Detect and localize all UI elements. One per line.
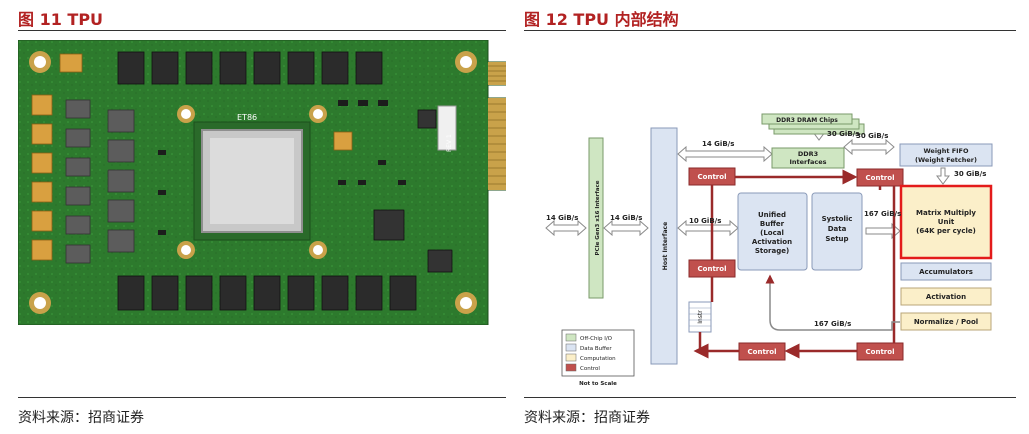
legend-swatch	[565, 363, 577, 372]
svg-text:Unit: Unit	[938, 218, 955, 226]
svg-text:Setup: Setup	[825, 235, 848, 243]
control-label: Control	[866, 348, 895, 356]
edge-connector	[488, 62, 506, 190]
systolic-label: Systolic	[822, 215, 853, 223]
figure-11-title: 图 11 TPU	[18, 10, 104, 29]
bw-label: 30 GiB/s	[827, 130, 859, 138]
title-rule	[524, 30, 1016, 31]
unified-buffer-label: Unified	[758, 211, 786, 219]
host-interface-label: Host Interface	[662, 222, 669, 270]
figure-12-source: 资料来源：招商证券	[524, 410, 650, 426]
svg-text:Activation: Activation	[752, 238, 792, 246]
svg-text:Interfaces: Interfaces	[789, 158, 826, 166]
bw-label: 167 GiB/s	[864, 210, 901, 218]
rev-label: REV 1	[446, 134, 453, 152]
unified-buffer-block	[737, 192, 808, 271]
title-rule	[18, 30, 506, 31]
pcie-label: PCIe Gen3 x16 Interface	[595, 180, 601, 255]
legend-swatch	[565, 333, 577, 342]
capacitors	[31, 53, 353, 261]
control-label: Control	[748, 348, 777, 356]
label-sticker	[437, 105, 457, 151]
return-data-path	[765, 274, 900, 331]
control-label: Control	[866, 174, 895, 182]
svg-text:Data: Data	[828, 225, 847, 233]
bw-label: 10 GiB/s	[689, 217, 721, 225]
ddr3-interfaces-label: DDR3	[798, 150, 818, 158]
legend: Off-Chip I/O Data BufferComputationContro…	[561, 329, 635, 377]
weight-fifo-label: Weight FIFO	[923, 147, 969, 155]
legend-label: Data Buffer	[580, 346, 612, 352]
accumulators-block	[900, 262, 992, 281]
matrix-multiply-unit-block	[899, 184, 993, 260]
legend-label: Off-Chip I/O	[580, 336, 613, 342]
weight-fifo-block	[899, 143, 993, 167]
control-label: Control	[698, 173, 727, 181]
ddr3-dram-chips	[761, 113, 865, 135]
control-blocks	[688, 167, 904, 361]
legend-label: Control	[580, 366, 600, 372]
tpu-chip	[193, 121, 311, 241]
pcie-block	[588, 137, 604, 299]
bw-label: 30 GiB/s	[954, 170, 986, 178]
legend-note: Not to Scale	[579, 381, 617, 387]
control-lines	[693, 169, 896, 359]
accumulators-label: Accumulators	[919, 268, 973, 276]
chip-label: ET86	[237, 113, 257, 122]
bw-label: 167 GiB/s	[814, 320, 851, 328]
controller-chips	[373, 109, 453, 273]
power-inductors	[65, 99, 135, 264]
instr-label: Instr	[697, 310, 704, 324]
legend-label: Computation	[580, 356, 616, 362]
svg-text:(Local: (Local	[760, 229, 784, 237]
mmu-label: Matrix Multiply	[916, 209, 976, 217]
dram-label: DDR3 DRAM Chips	[776, 117, 838, 124]
legend-swatch	[565, 343, 577, 352]
normalize-pool-label: Normalize / Pool	[914, 318, 978, 326]
svg-text:(64K per cycle): (64K per cycle)	[916, 227, 976, 235]
host-interface-block	[650, 127, 678, 365]
normalize-pool-block	[900, 312, 992, 331]
tpu-board-photo: ET86 REV 1	[18, 40, 506, 325]
memory-chips-top	[117, 51, 383, 85]
legend-swatch	[565, 353, 577, 362]
bw-label: 30 GiB/s	[856, 132, 888, 140]
activation-label: Activation	[926, 293, 966, 301]
mounting-holes	[29, 51, 477, 314]
figure-11-source: 资料来源：招商证券	[18, 410, 144, 426]
source-rule	[18, 397, 506, 398]
bw-label: 14 GiB/s	[702, 140, 734, 148]
activation-block	[900, 287, 992, 306]
ddr3-interfaces-block	[771, 147, 845, 169]
svg-text:Storage): Storage)	[755, 247, 789, 255]
systolic-data-setup-block	[811, 192, 863, 271]
svg-text:(Weight Fetcher): (Weight Fetcher)	[915, 156, 977, 164]
small-components	[158, 100, 406, 235]
control-label: Control	[698, 265, 727, 273]
bw-label: 14 GiB/s	[546, 214, 578, 222]
source-rule	[524, 397, 1016, 398]
figure-12-title: 图 12 TPU 内部结构	[524, 10, 679, 29]
bw-label: 14 GiB/s	[610, 214, 642, 222]
memory-chips-bottom	[117, 275, 417, 311]
svg-text:Buffer: Buffer	[760, 220, 785, 228]
tpu-block-diagram: DDR3 DRAM Chips PCIe Gen3 x16 Interface …	[545, 113, 993, 387]
